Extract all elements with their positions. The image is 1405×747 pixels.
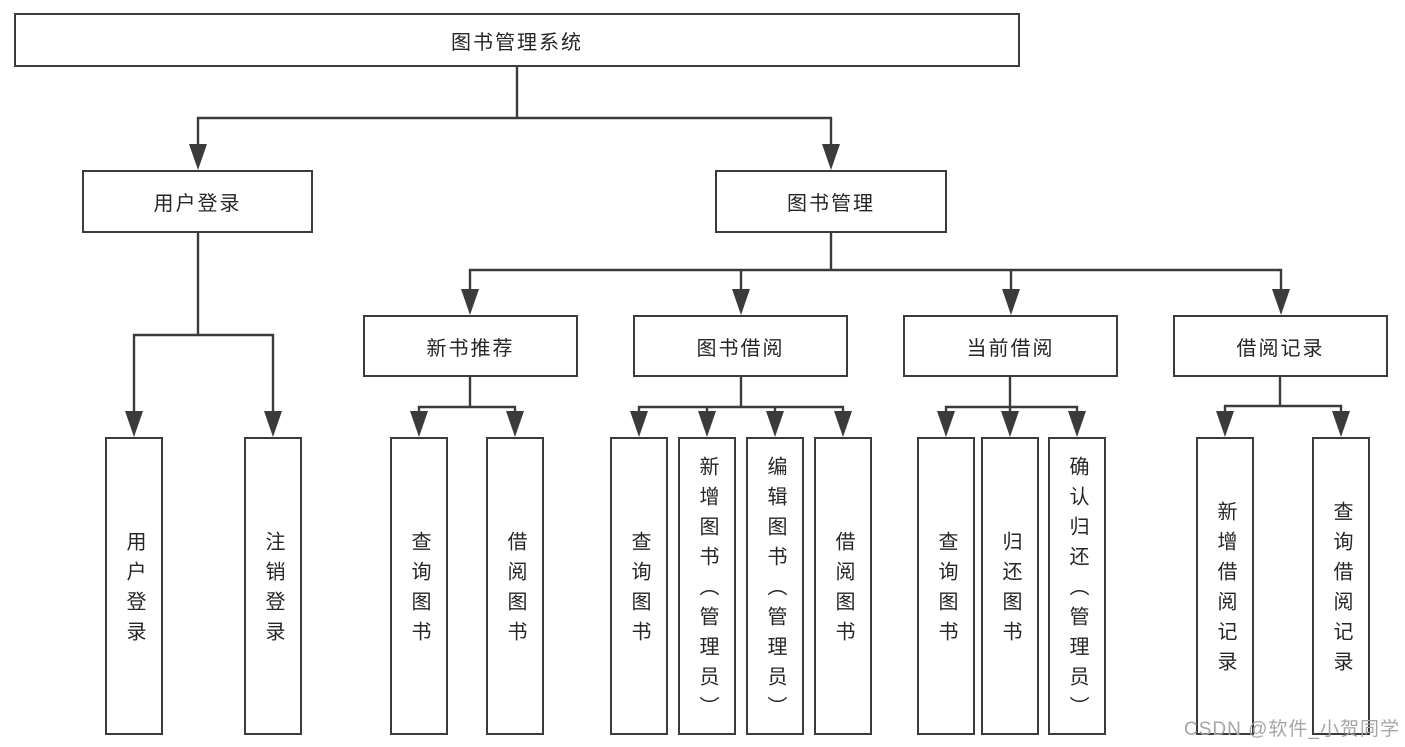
node-label: 新增借阅记录 — [1214, 501, 1236, 681]
node-label: 归还图书 — [999, 531, 1021, 651]
node-book-management: 图书管理 — [715, 170, 947, 233]
connector-book-mgmt-split — [461, 233, 1290, 315]
leaf-query-book-recommend: 查询图书 — [390, 437, 448, 735]
connector-book-borrow-split — [630, 377, 852, 437]
node-label: 图书借阅 — [696, 337, 785, 360]
node-label: 查询图书 — [628, 531, 650, 651]
node-label: 新增图书（管理员） — [696, 456, 718, 726]
node-book-borrow: 图书借阅 — [633, 315, 848, 377]
node-label: 查询借阅记录 — [1330, 501, 1352, 681]
node-label: 借阅图书 — [832, 531, 854, 651]
connector-current-borrow-split — [937, 377, 1086, 437]
node-user-login: 用户登录 — [82, 170, 313, 233]
connector-borrow-record-split — [1216, 377, 1350, 437]
node-current-borrow: 当前借阅 — [903, 315, 1118, 377]
node-label: 确认归还（管理员） — [1066, 456, 1088, 726]
leaf-confirm-return-admin: 确认归还（管理员） — [1048, 437, 1106, 735]
connector-root-split — [189, 66, 840, 170]
node-label: 图书管理系统 — [451, 31, 583, 54]
leaf-query-book-borrow: 查询图书 — [610, 437, 668, 735]
node-label: 查询图书 — [408, 531, 430, 651]
leaf-add-book-admin: 新增图书（管理员） — [678, 437, 736, 735]
node-new-book-recommend: 新书推荐 — [363, 315, 578, 377]
node-label: 当前借阅 — [966, 337, 1055, 360]
node-label: 编辑图书（管理员） — [764, 456, 786, 726]
csdn-watermark: CSDN @软件_小贺同学 — [1184, 719, 1400, 740]
node-borrow-record: 借阅记录 — [1173, 315, 1388, 377]
leaf-user-login: 用户登录 — [105, 437, 163, 735]
connector-user-login-split — [125, 233, 282, 437]
node-label: 借阅记录 — [1236, 337, 1325, 360]
leaf-return-book: 归还图书 — [981, 437, 1039, 735]
leaf-query-book-current: 查询图书 — [917, 437, 975, 735]
node-label: 用户登录 — [153, 193, 242, 215]
leaf-edit-book-admin: 编辑图书（管理员） — [746, 437, 804, 735]
node-label: 注销登录 — [262, 531, 284, 651]
node-label: 查询图书 — [935, 531, 957, 651]
node-label: 用户登录 — [123, 531, 145, 651]
leaf-logout: 注销登录 — [244, 437, 302, 735]
leaf-borrow-book: 借阅图书 — [814, 437, 872, 735]
leaf-borrow-book-recommend: 借阅图书 — [486, 437, 544, 735]
leaf-add-borrow-record: 新增借阅记录 — [1196, 437, 1254, 735]
leaf-query-borrow-record: 查询借阅记录 — [1312, 437, 1370, 735]
connector-new-book-split — [410, 377, 524, 437]
node-label: 借阅图书 — [504, 531, 526, 651]
node-label: 图书管理 — [787, 193, 875, 215]
node-label: 新书推荐 — [426, 337, 515, 360]
node-root-system: 图书管理系统 — [14, 13, 1020, 67]
